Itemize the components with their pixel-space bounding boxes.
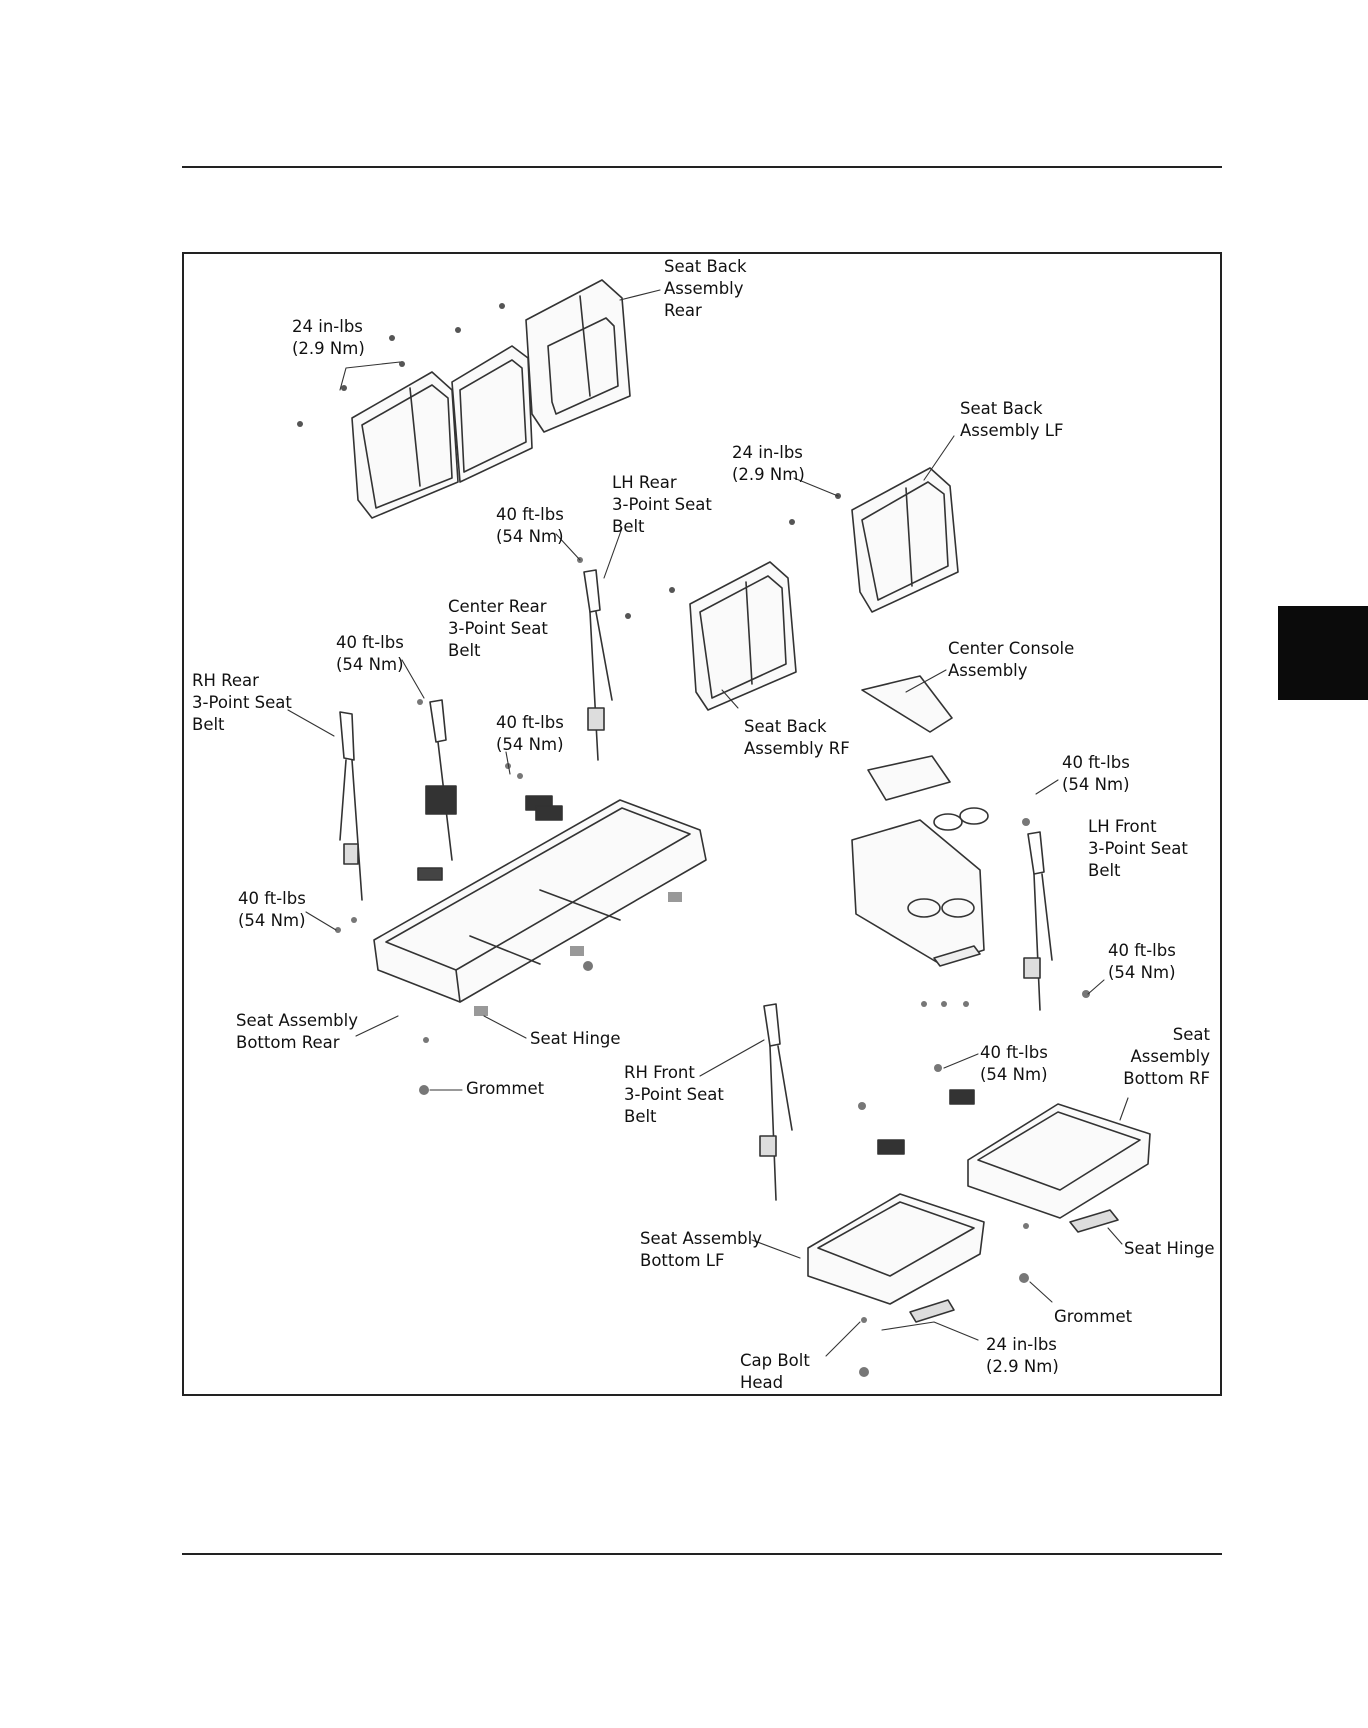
- callout-torque-lf-back: 24 in-lbs(2.9 Nm): [732, 443, 805, 484]
- seat-back-rf-illustration: [625, 561, 797, 711]
- callout-torque-rear-back: 24 in-lbs(2.9 Nm): [292, 317, 365, 358]
- callout-grommet-front: Grommet: [1054, 1307, 1133, 1326]
- callout-torque-rh-rear-bottom: 40 ft-lbs(54 Nm): [238, 889, 306, 930]
- footer-rule: [182, 1553, 1222, 1555]
- callout-torque-center-buckle: 40 ft-lbs(54 Nm): [496, 713, 564, 754]
- front-hardware: [858, 818, 1090, 1377]
- callout-grommet-rear: Grommet: [466, 1079, 545, 1098]
- callout-torque-lh-rear: 40 ft-lbs(54 Nm): [496, 505, 564, 546]
- lh-front-belt-illustration: [1023, 831, 1053, 1011]
- seat-bottom-rf-illustration: [967, 1103, 1151, 1233]
- callout-torque-lh-front-top: 40 ft-lbs(54 Nm): [1062, 753, 1130, 794]
- callout-seat-hinge-front: Seat Hinge: [1124, 1239, 1215, 1258]
- callout-torque-lh-front-bottom: 40 ft-lbs(54 Nm): [1108, 941, 1176, 982]
- rh-rear-belt-illustration: [339, 711, 363, 901]
- seat-back-lf-illustration: [789, 467, 959, 613]
- callout-seat-hinge-rear: Seat Hinge: [530, 1029, 621, 1048]
- callout-torque-front-buckle: 40 ft-lbs(54 Nm): [980, 1043, 1048, 1084]
- rear-back-fasteners: [297, 303, 505, 427]
- center-rear-belt-illustration: [417, 699, 457, 881]
- rh-front-belt-illustration: [759, 1003, 793, 1201]
- figure-frame: [182, 252, 1222, 1396]
- leader-lines: [287, 289, 1129, 1357]
- header-rule: [182, 166, 1222, 168]
- seat-back-rear-illustration: [351, 279, 631, 519]
- callout-torque-center-rear: 40 ft-lbs(54 Nm): [336, 633, 404, 674]
- center-console-illustration: [851, 675, 989, 967]
- chapter-tab: [1278, 606, 1368, 700]
- seat-bottom-lf-illustration: [807, 1193, 985, 1323]
- callout-torque-front-hinge: 24 in-lbs(2.9 Nm): [986, 1335, 1059, 1376]
- front-buckles-illustration: [877, 1089, 975, 1155]
- lh-rear-belt-illustration: [583, 569, 613, 761]
- seat-bottom-rear-illustration: [373, 799, 707, 1003]
- center-buckles-illustration: [525, 795, 563, 821]
